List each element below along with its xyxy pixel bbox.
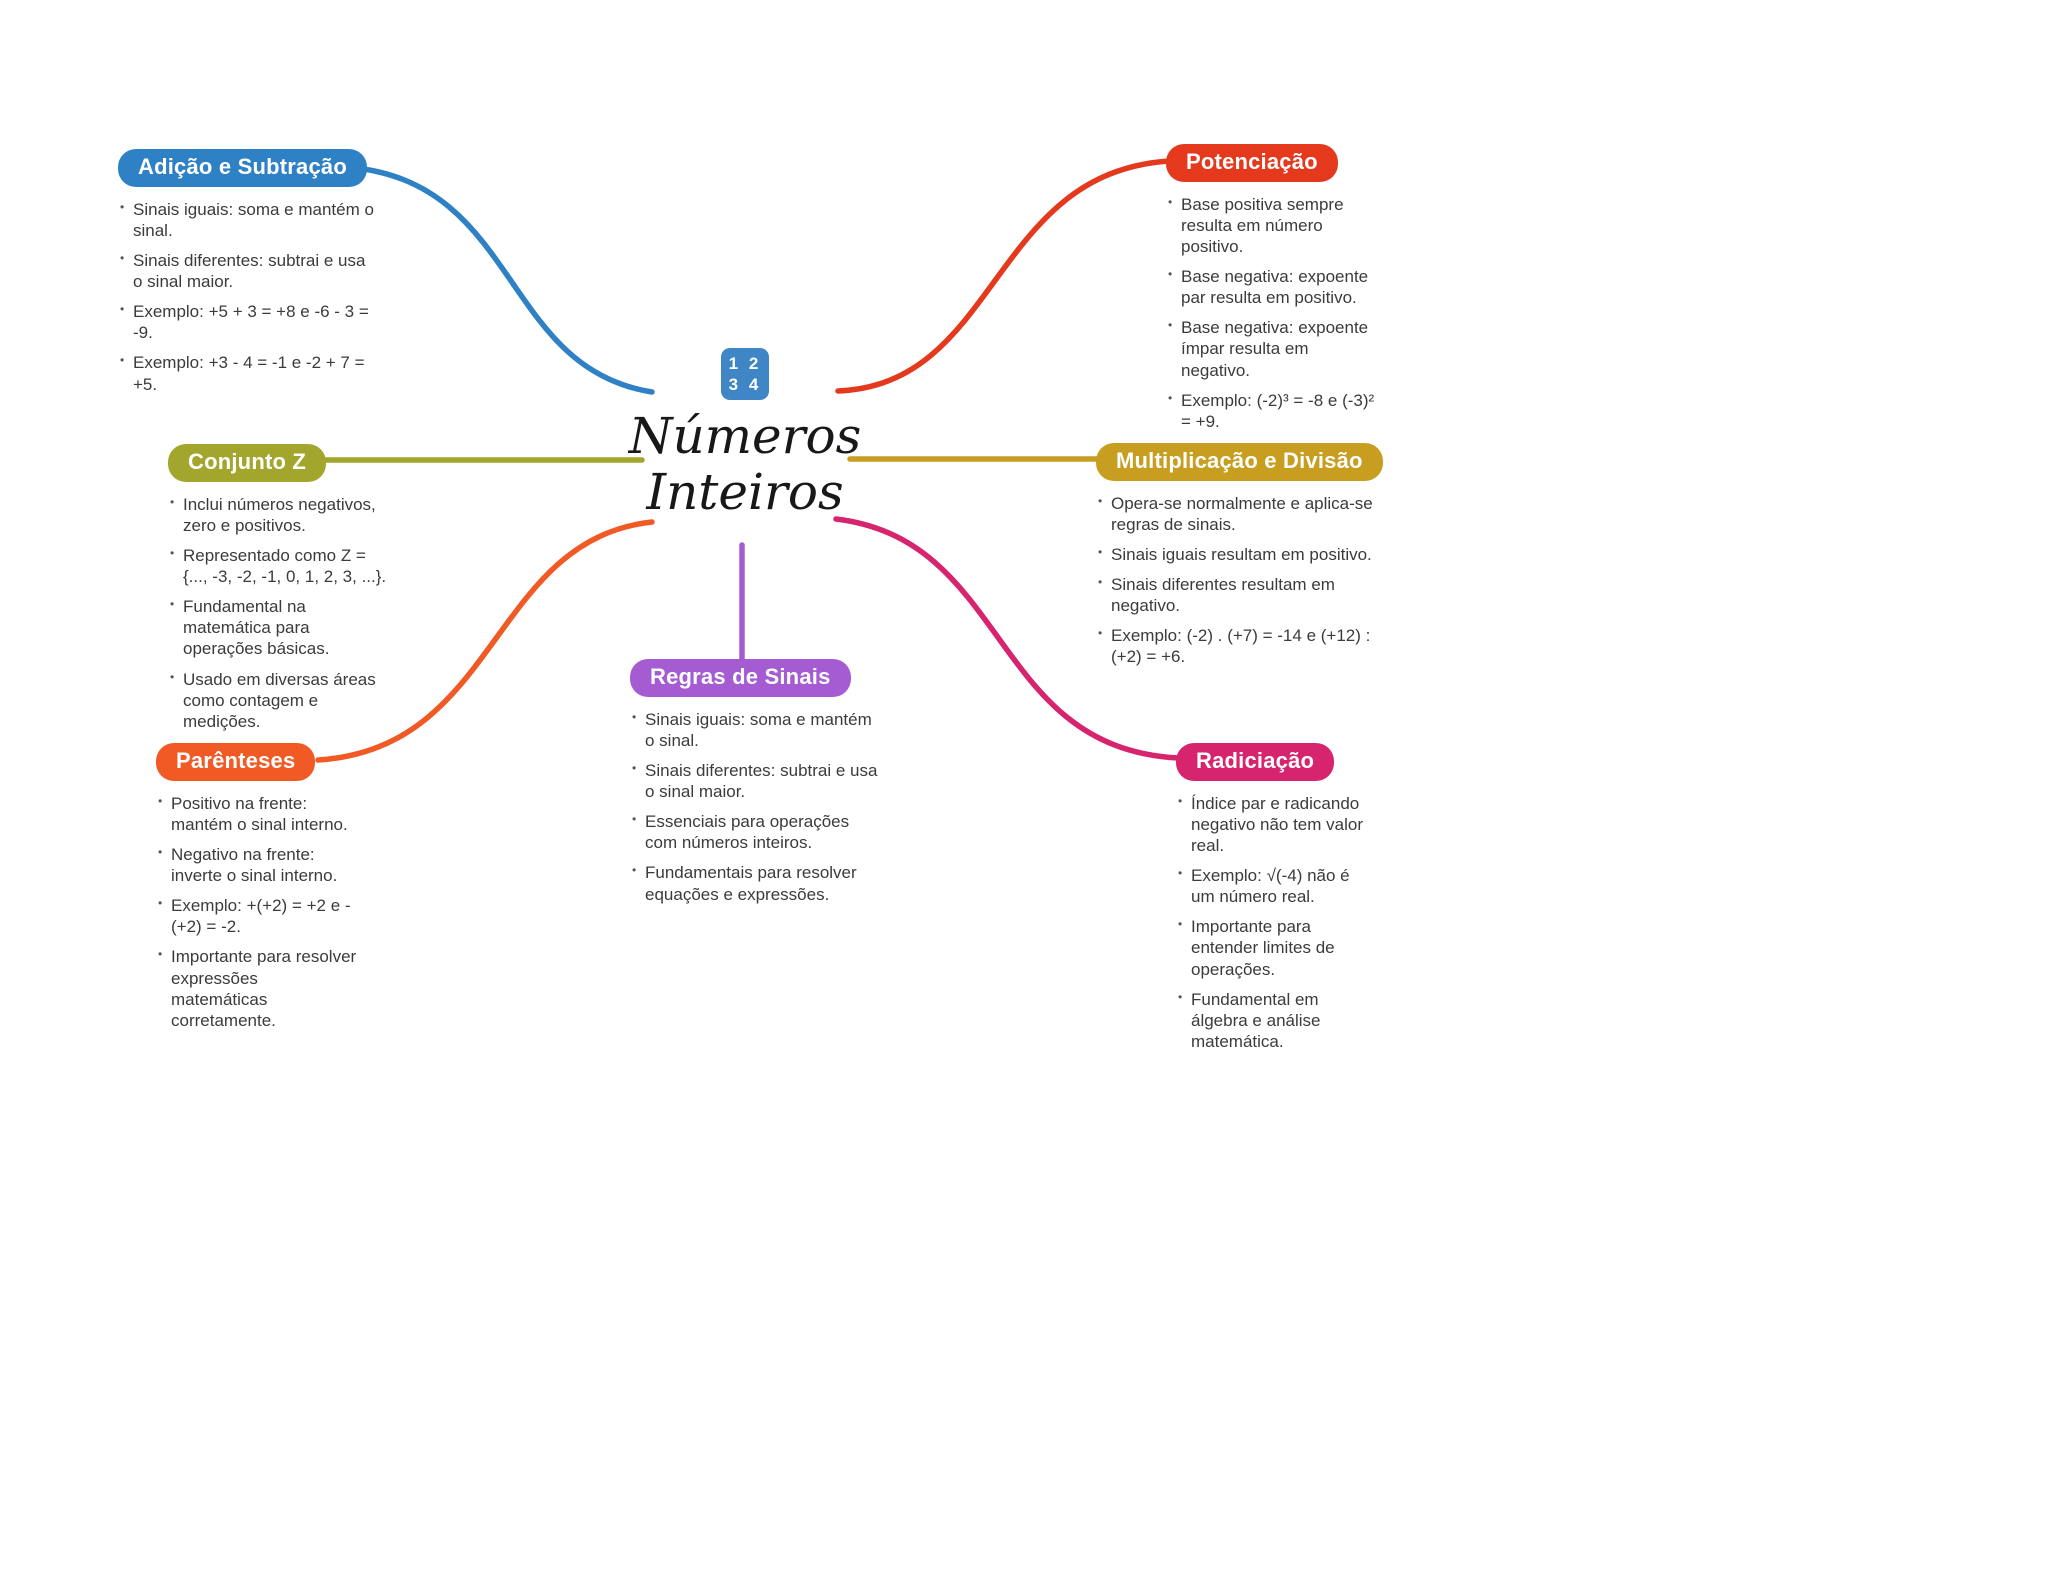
list-item: Opera-se normalmente e aplica-se regras …	[1096, 493, 1401, 535]
list-item: Positivo na frente: mantém o sinal inter…	[156, 793, 358, 835]
list-item: Exemplo: +(+2) = +2 e -(+2) = -2.	[156, 895, 358, 937]
list-item: Usado em diversas áreas como contagem e …	[168, 669, 388, 732]
connector-potenciacao	[835, 158, 1173, 394]
list-item: Base negativa: expoente par resulta em p…	[1166, 266, 1380, 308]
list-item: Sinais diferentes resultam em negativo.	[1096, 574, 1401, 616]
branch-items-conjunto-z: Inclui números negativos, zero e positiv…	[168, 494, 388, 732]
list-item: Importante para resolver expressões mate…	[156, 946, 358, 1030]
branch-label-conjunto-z[interactable]: Conjunto Z	[168, 444, 327, 482]
branch-regras-de-sinais: Regras de Sinais Sinais iguais: soma e m…	[630, 659, 878, 914]
branch-items-regras-de-sinais: Sinais iguais: soma e mantém o sinal. Si…	[630, 709, 878, 905]
branch-items-potenciacao: Base positiva sempre resulta em número p…	[1166, 194, 1380, 432]
list-item: Sinais iguais: soma e mantém o sinal.	[118, 199, 376, 241]
branch-items-multiplicacao-divisao: Opera-se normalmente e aplica-se regras …	[1096, 493, 1401, 668]
branch-multiplicacao-divisao: Multiplicação e Divisão Opera-se normalm…	[1096, 443, 1401, 677]
connector-parenteses	[315, 519, 655, 763]
list-item: Fundamentais para resolver equações e ex…	[630, 862, 878, 904]
list-item: Exemplo: +3 - 4 = -1 e -2 + 7 = +5.	[118, 352, 376, 394]
branch-label-regras-de-sinais[interactable]: Regras de Sinais	[630, 659, 851, 697]
icon-row: 3 4	[728, 375, 762, 394]
numbers-1234-icon: 1 2 3 4	[721, 348, 769, 400]
branch-label-radiciacao[interactable]: Radiciação	[1176, 743, 1335, 781]
branch-radiciacao: Radiciação Índice par e radicando negati…	[1176, 743, 1374, 1061]
icon-row: 1 2	[728, 353, 762, 373]
branch-label-multiplicacao-divisao[interactable]: Multiplicação e Divisão	[1096, 443, 1383, 481]
center-title-line1: Números	[628, 407, 862, 465]
list-item: Base positiva sempre resulta em número p…	[1166, 194, 1380, 257]
list-item: Sinais iguais resultam em positivo.	[1096, 544, 1401, 565]
branch-label-parenteses[interactable]: Parênteses	[156, 743, 316, 781]
list-item: Sinais diferentes: subtrai e usa o sinal…	[118, 250, 376, 292]
list-item: Sinais iguais: soma e mantém o sinal.	[630, 709, 878, 751]
list-item: Índice par e radicando negativo não tem …	[1176, 793, 1374, 856]
list-item: Importante para entender limites de oper…	[1176, 916, 1374, 979]
connector-radiciacao	[833, 516, 1181, 761]
branch-label-potenciacao[interactable]: Potenciação	[1166, 144, 1338, 182]
list-item: Inclui números negativos, zero e positiv…	[168, 494, 388, 536]
list-item: Exemplo: (-2)³ = -8 e (-3)² = +9.	[1166, 390, 1380, 432]
center-node[interactable]: 1 2 3 4 Números Inteiros	[620, 348, 870, 520]
list-item: Fundamental em álgebra e análise matemát…	[1176, 989, 1374, 1052]
branch-items-radiciacao: Índice par e radicando negativo não tem …	[1176, 793, 1374, 1052]
list-item: Base negativa: expoente ímpar resulta em…	[1166, 317, 1380, 380]
branch-items-parenteses: Positivo na frente: mantém o sinal inter…	[156, 793, 358, 1031]
branch-label-adicao-subtracao[interactable]: Adição e Subtração	[118, 149, 367, 187]
center-title-line2: Inteiros	[646, 463, 844, 521]
branch-conjunto-z: Conjunto Z Inclui números negativos, zer…	[168, 444, 388, 741]
branch-adicao-subtracao: Adição e Subtração Sinais iguais: soma e…	[118, 149, 376, 404]
branch-potenciacao: Potenciação Base positiva sempre resulta…	[1166, 144, 1380, 441]
list-item: Negativo na frente: inverte o sinal inte…	[156, 844, 358, 886]
center-title: Números Inteiros	[620, 408, 870, 520]
list-item: Fundamental na matemática para operações…	[168, 596, 388, 659]
branch-parenteses: Parênteses Positivo na frente: mantém o …	[156, 743, 358, 1040]
list-item: Essenciais para operações com números in…	[630, 811, 878, 853]
list-item: Representado como Z = {..., -3, -2, -1, …	[168, 545, 388, 587]
connector-adicao-subtracao	[343, 164, 655, 395]
list-item: Exemplo: (-2) . (+7) = -14 e (+12) : (+2…	[1096, 625, 1401, 667]
list-item: Exemplo: +5 + 3 = +8 e -6 - 3 = -9.	[118, 301, 376, 343]
list-item: Sinais diferentes: subtrai e usa o sinal…	[630, 760, 878, 802]
list-item: Exemplo: √(-4) não é um número real.	[1176, 865, 1374, 907]
branch-items-adicao-subtracao: Sinais iguais: soma e mantém o sinal. Si…	[118, 199, 376, 395]
